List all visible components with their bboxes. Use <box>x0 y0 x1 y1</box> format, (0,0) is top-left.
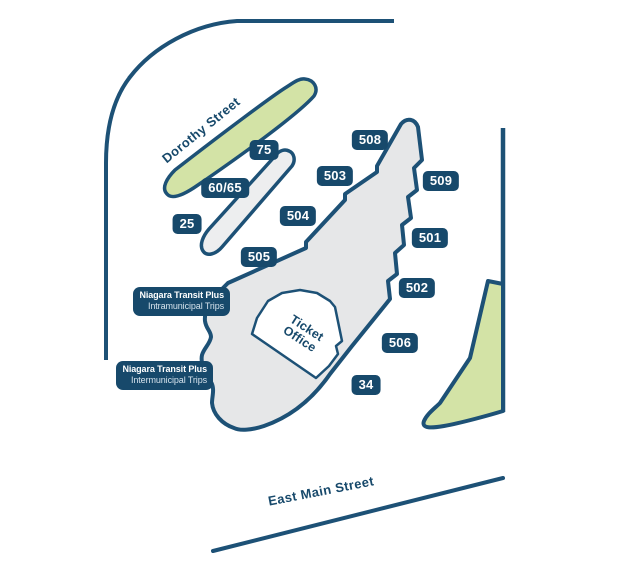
east-main-street-road-edge <box>211 476 505 553</box>
bay-badge-25: 25 <box>172 214 202 234</box>
transit-plus-intermunicipal-subtitle: Intermunicipal Trips <box>130 375 207 385</box>
bay-badge-75: 75 <box>249 140 279 160</box>
transit-plus-intramunicipal-subtitle: Intramunicipal Trips <box>147 301 224 311</box>
transit-plus-intramunicipal-badge: Niagara Transit Plus Intramunicipal Trip… <box>133 287 230 316</box>
main-platform <box>199 117 424 432</box>
green-median-dorothy <box>162 77 318 199</box>
bay-badge-60-65: 60/65 <box>201 178 249 198</box>
bay-badge-505: 505 <box>240 247 278 267</box>
bay-badge-501: 501 <box>411 228 449 248</box>
transit-plus-intramunicipal-title: Niagara Transit Plus <box>139 290 224 300</box>
bay-badge-503: 503 <box>316 166 354 186</box>
transit-plus-intermunicipal-title: Niagara Transit Plus <box>122 364 207 374</box>
ticket-office-building <box>250 288 344 380</box>
bay-badge-506: 506 <box>381 333 419 353</box>
transit-plus-intermunicipal-badge: Niagara Transit Plus Intermunicipal Trip… <box>116 361 213 390</box>
small-island-platform <box>199 148 296 256</box>
dorothy-street-road-edge <box>104 19 394 360</box>
green-area-right <box>421 279 505 430</box>
bay-badge-509: 509 <box>422 171 460 191</box>
bay-badge-508: 508 <box>351 130 389 150</box>
bay-badge-34: 34 <box>351 375 381 395</box>
bay-badge-504: 504 <box>279 206 317 226</box>
bay-badge-502: 502 <box>398 278 436 298</box>
